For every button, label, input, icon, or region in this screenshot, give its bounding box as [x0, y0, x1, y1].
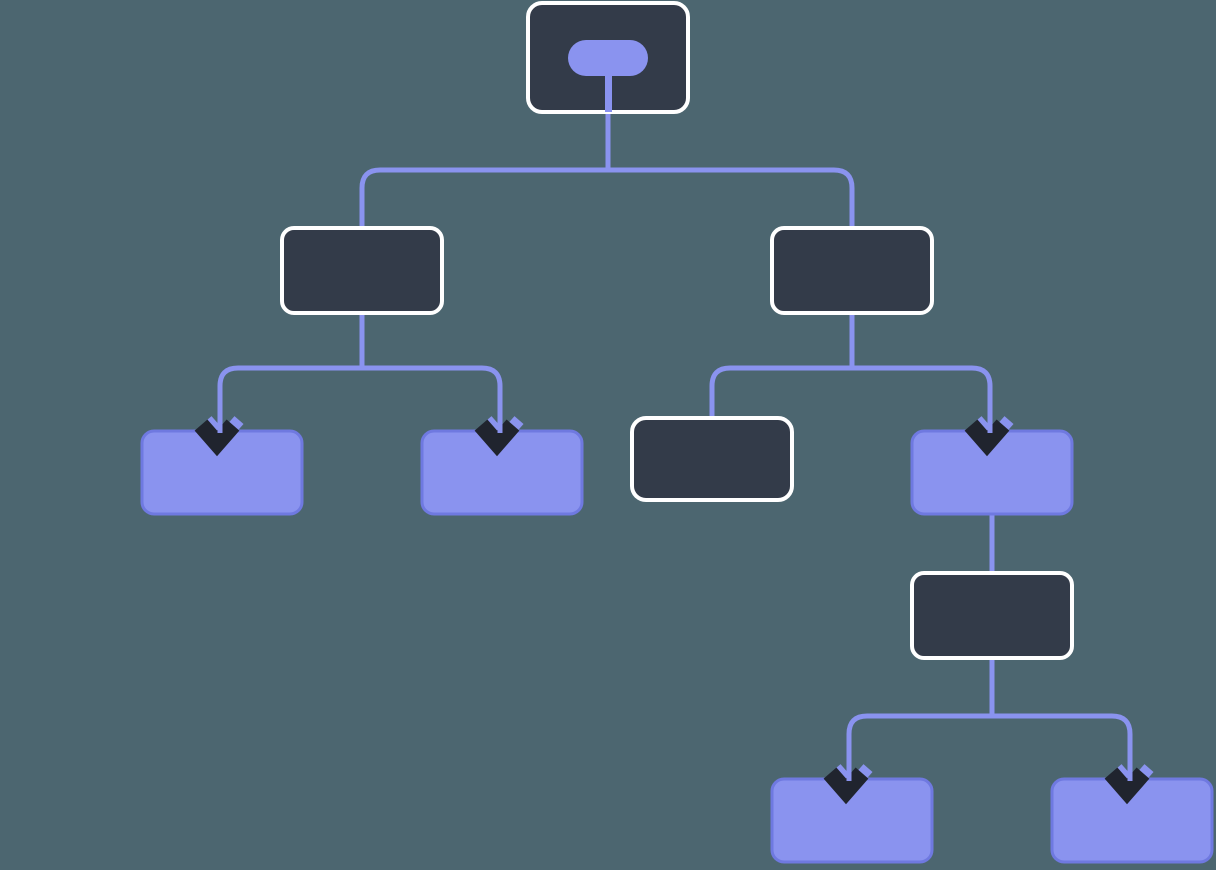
edge-root-to-l1left: [359, 167, 608, 313]
arrow-chevron-front: [823, 767, 869, 805]
edge-l1left-to-l2a: [217, 313, 365, 437]
arrow-chevron-front: [964, 419, 1010, 457]
node-level1-left[interactable]: [280, 226, 444, 315]
arrow-down-chevron: [194, 401, 244, 457]
edge-l3a-to-l4b: [992, 713, 1133, 785]
arrow-chevron-front: [194, 419, 240, 457]
arrow-down-chevron: [823, 749, 873, 805]
arrow-markers-layer: [194, 401, 1154, 805]
arrow-shaft: [217, 401, 223, 433]
node-root[interactable]: [526, 1, 690, 114]
edge-l1right-to-l2d: [852, 365, 993, 437]
arrow-chevron-front: [1104, 767, 1150, 805]
node-level3-a-body[interactable]: [910, 571, 1074, 660]
edges-layer: [217, 112, 1133, 785]
arrow-chevron-front: [474, 419, 520, 457]
pill-badge: [568, 40, 648, 76]
edge-l1right-to-l2c: [709, 313, 855, 418]
arrow-shaft: [846, 749, 852, 781]
node-level3-a[interactable]: [910, 571, 1074, 660]
edge-root-to-l1right: [608, 167, 855, 313]
edge-l3a-to-l4a: [846, 658, 995, 785]
arrow-shaft: [1127, 749, 1133, 781]
node-level1-left-body[interactable]: [280, 226, 444, 315]
node-level1-right[interactable]: [770, 226, 934, 315]
arrow-down-chevron: [964, 401, 1014, 457]
arrow-down-chevron: [474, 401, 524, 457]
arrow-shaft: [987, 401, 993, 433]
arrow-shaft: [497, 401, 503, 433]
edge-l1left-to-l2b: [362, 365, 503, 437]
nodes-layer: [140, 1, 1214, 864]
node-level2-c-body[interactable]: [630, 416, 794, 502]
pill-stem: [605, 58, 612, 112]
node-level1-right-body[interactable]: [770, 226, 934, 315]
arrow-down-chevron: [1104, 749, 1154, 805]
node-level2-c[interactable]: [630, 416, 794, 502]
